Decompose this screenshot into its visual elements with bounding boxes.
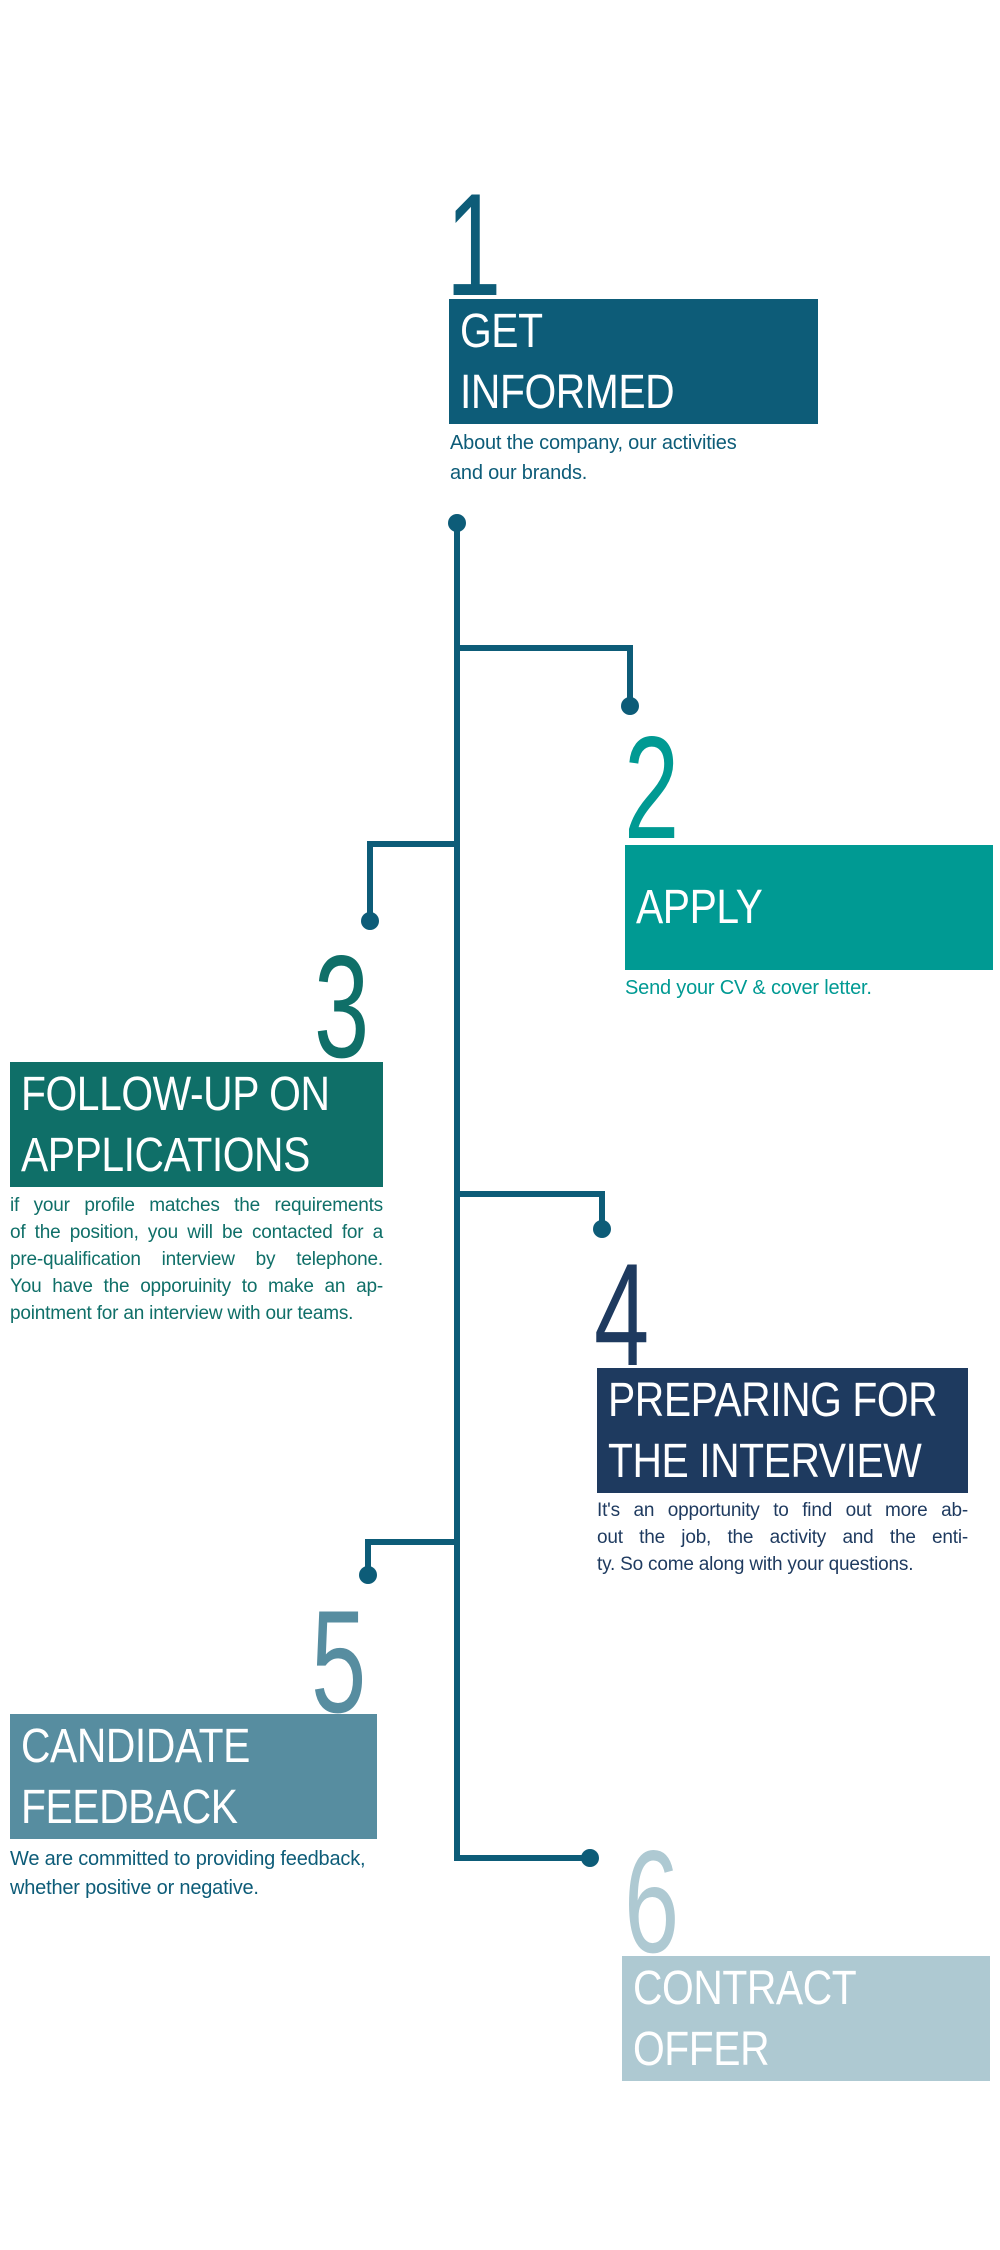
step-6-title-box: CONTRACT OFFER — [622, 1956, 990, 2081]
step-1-title-box: GET INFORMED — [449, 299, 818, 424]
step-5-title: CANDIDATE FEEDBACK — [21, 1716, 324, 1838]
step-4-description-line: out the job, the activity and the enti- — [597, 1527, 968, 1548]
step-3-number: 3 — [314, 925, 370, 1088]
step-3-description-line: You have the opporuinity to make an ap- — [10, 1276, 383, 1297]
timeline-node-dot-3 — [361, 912, 379, 930]
timeline-node-dot-6 — [581, 1849, 599, 1867]
step-2-title-line: APPLY — [636, 881, 763, 934]
step-1-description: About the company, our activities and ou… — [450, 428, 790, 488]
step-4-title-box: PREPARING FOR THE INTERVIEW — [597, 1368, 968, 1493]
step-5-title-line: CANDIDATE — [21, 1719, 250, 1773]
connector-2-horizontal — [457, 645, 633, 651]
step-2-number: 2 — [624, 706, 680, 869]
timeline-node-dot-4 — [593, 1220, 611, 1238]
step-3-title-box: FOLLOW-UP ON APPLICATIONS — [10, 1062, 383, 1187]
step-3-description-line: of the position, you will be contacted f… — [10, 1222, 383, 1243]
step-3-description: if your profile matches the requirements… — [10, 1192, 383, 1327]
step-4-description-line: It's an opportunity to find out more ab- — [597, 1500, 968, 1521]
timeline-node-dot-2 — [621, 697, 639, 715]
connector-6-horizontal — [457, 1855, 585, 1861]
timeline-node-dot-5 — [359, 1566, 377, 1584]
step-1-title: GET INFORMED — [460, 301, 764, 423]
step-4-title: PREPARING FOR THE INTERVIEW — [608, 1370, 938, 1492]
step-5-description: We are committed to providing feedback, … — [10, 1845, 380, 1903]
connector-3-vertical — [367, 841, 373, 916]
step-4-title-line: THE INTERVIEW — [608, 1434, 922, 1488]
connector-4-vertical — [599, 1191, 605, 1224]
step-4-number: 4 — [594, 1233, 650, 1396]
step-5-title-line: FEEDBACK — [21, 1780, 238, 1834]
step-3-title-line: FOLLOW-UP ON — [21, 1067, 330, 1121]
step-5-description-line: whether positive or negative. — [10, 1877, 259, 1899]
step-4-description: It's an opportunity to find out more ab-… — [597, 1497, 968, 1578]
step-2-description: Send your CV & cover letter. — [625, 975, 985, 1002]
step-6-title: CONTRACT OFFER — [633, 1958, 936, 2080]
step-1-title-line: GET — [460, 304, 543, 358]
connector-5-horizontal — [365, 1539, 460, 1545]
step-2-title-box: APPLY — [625, 845, 993, 970]
connector-2-vertical — [627, 645, 633, 705]
step-5-number: 5 — [311, 1580, 367, 1743]
step-1-title-line: INFORMED — [460, 365, 675, 419]
step-5-description-line: We are committed to providing feedback, — [10, 1848, 366, 1870]
step-3-title: FOLLOW-UP ON APPLICATIONS — [21, 1064, 330, 1186]
step-6-title-line: CONTRACT — [633, 1961, 857, 2015]
step-1-number: 1 — [446, 163, 502, 326]
connector-5-vertical — [365, 1539, 371, 1570]
connector-3-horizontal — [367, 841, 460, 847]
step-6-number: 6 — [624, 1820, 680, 1983]
step-2-description-line: Send your CV & cover letter. — [625, 977, 872, 999]
connector-4-horizontal — [457, 1191, 605, 1197]
step-3-title-line: APPLICATIONS — [21, 1128, 310, 1182]
step-1-description-line: About the company, our activities — [450, 432, 737, 454]
step-3-description-line: pointment for an interview with our team… — [10, 1303, 354, 1324]
step-1-description-line: and our brands. — [450, 462, 588, 484]
step-2-title: APPLY — [636, 877, 939, 938]
step-6-title-line: OFFER — [633, 2022, 770, 2076]
step-4-title-line: PREPARING FOR — [608, 1373, 938, 1427]
step-3-description-line: if your profile matches the requirements — [10, 1195, 383, 1216]
step-5-title-box: CANDIDATE FEEDBACK — [10, 1714, 377, 1839]
step-4-description-line: ty. So come along with your questions. — [597, 1554, 914, 1575]
step-3-description-line: pre-qualification interview by telephone… — [10, 1249, 383, 1270]
